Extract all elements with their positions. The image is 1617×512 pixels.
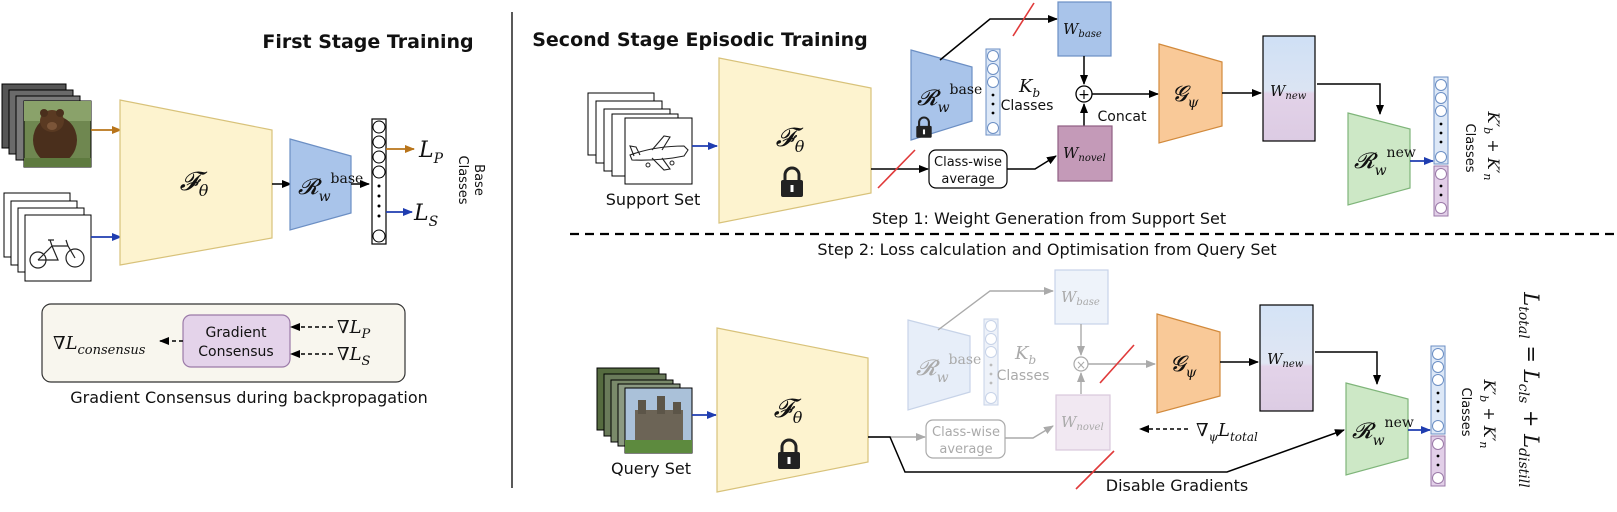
total-loss-equation: Ltotal = Lcls + Ldistill	[1515, 291, 1543, 487]
step2-kb-classes-label-faded: Classes	[997, 368, 1050, 384]
step2-wnew-box	[1259, 304, 1314, 412]
stage2-step1-base-classifier-label: 𝓡wbase	[917, 82, 982, 116]
grad-ls-label: ∇LS	[337, 344, 371, 369]
step2-new-classifier-label: 𝓡wnew	[1352, 415, 1414, 449]
step1-concat-label: Concat	[1098, 109, 1147, 125]
step1-generator-label: 𝓖ψ	[1172, 82, 1199, 111]
arrow-wnew-to-new-classifier	[1317, 83, 1384, 115]
step1-new-classifier-label: 𝓡wnew	[1354, 145, 1416, 179]
stage2-title: Second Stage Episodic Training	[532, 29, 868, 51]
stage1-base-classifier-trapezoid	[289, 138, 352, 231]
gradient-consensus-box-line2: Consensus	[198, 344, 273, 360]
gradient-consensus-box-line1: Gradient	[206, 325, 267, 341]
query-set-label: Query Set	[611, 459, 691, 478]
step2-arrow-encoder-to-new-classifier	[868, 429, 1345, 473]
svg-text:Base: Base	[471, 164, 486, 196]
stage1-sketch-image-stack	[3, 192, 92, 282]
step2-base-classifier-trapezoid-faded	[907, 319, 971, 411]
step1-output-classes-label: Classes	[1462, 124, 1477, 173]
step2-arrow-wnew-to-new-classifier	[1315, 351, 1381, 385]
step1-gradient-block-slash	[1012, 2, 1035, 37]
stage1-base-classifier-label: 𝓡wbase	[298, 171, 363, 205]
step2-arrow-classwise-to-wnovel-faded	[1005, 425, 1054, 439]
step2-output-classes-label: Classes	[1458, 388, 1473, 437]
grad-total-label: ∇ψLtotal	[1196, 420, 1258, 444]
base-classes-side-label: Base Classes	[455, 156, 486, 205]
step1-wnew-label: Wnew	[1270, 82, 1307, 102]
step2-kb-label-faded: Kb	[1014, 343, 1036, 367]
step2-disable-gradient-slash	[1075, 450, 1115, 490]
airplane-sketch-thumbnail	[624, 117, 693, 185]
step1-wnovel-box	[1057, 125, 1113, 182]
grad-lp-label: ∇LP	[337, 317, 371, 342]
step1-wbase-label: Wbase	[1063, 20, 1102, 40]
loss-lp-label: LP	[418, 138, 444, 167]
step2-classwise-line1-faded: Class-wise	[932, 425, 1000, 440]
svg-text:Classes: Classes	[455, 156, 470, 205]
step2-wbase-label-faded: Wbase	[1061, 288, 1100, 308]
step2-concat-gradient-slash	[1099, 344, 1135, 384]
step2-output-column	[1430, 345, 1446, 487]
bear-thumbnail	[23, 100, 92, 168]
step2-arrow-base-to-wbase-faded	[937, 287, 1054, 331]
stage2-step2-encoder-trapezoid	[716, 327, 869, 493]
step1-kb-column	[985, 48, 1001, 136]
support-set-image-stack	[587, 92, 693, 185]
stage1-logit-column	[371, 118, 387, 245]
step2-generator-trapezoid	[1156, 313, 1221, 414]
step2-classwise-average-box-faded	[925, 419, 1006, 459]
step2-new-classifier-trapezoid	[1345, 382, 1409, 476]
stage2-step1-encoder-trapezoid	[718, 57, 872, 224]
step2-generator-label: 𝓖ψ	[1170, 352, 1197, 381]
step2-caption: Step 2: Loss calculation and Optimisatio…	[817, 240, 1276, 259]
step1-encoder-gradient-slash	[877, 149, 916, 189]
step2-concat-times-symbol: ×	[1076, 358, 1086, 372]
gradient-consensus-caption: Gradient Consensus during backpropagatio…	[70, 388, 428, 407]
step2-wnew-label: Wnew	[1267, 350, 1304, 370]
step2-wbase-box-faded	[1054, 269, 1109, 325]
step1-output-column	[1433, 76, 1449, 217]
step1-wnovel-label: Wnovel	[1063, 144, 1106, 164]
step1-wnew-box	[1262, 35, 1316, 142]
step1-concat-plus-symbol: +	[1078, 87, 1090, 103]
step1-generator-trapezoid	[1158, 43, 1223, 144]
query-set-image-stack	[596, 367, 693, 454]
disable-gradients-label: Disable Gradients	[1106, 476, 1248, 495]
step2-output-k-label: K′b + K′n	[1477, 379, 1499, 449]
stage1-base-image-stack	[1, 83, 92, 168]
step1-output-k-label: K′b + K′n	[1481, 111, 1503, 181]
step2-wnovel-label-faded: Wnovel	[1061, 413, 1104, 433]
grad-consensus-label: ∇Lconsensus	[53, 333, 146, 358]
step1-new-classifier-trapezoid	[1347, 112, 1411, 206]
step1-classwise-line1: Class-wise	[934, 155, 1002, 170]
bicycle-sketch-thumbnail	[24, 214, 92, 282]
step1-caption: Step 1: Weight Generation from Support S…	[872, 209, 1226, 228]
step1-classwise-line2: average	[941, 172, 994, 187]
step2-base-classifier-label-faded: 𝓡wbase	[916, 352, 981, 386]
stage1-encoder-trapezoid	[119, 99, 273, 266]
loss-ls-label: LS	[413, 201, 438, 230]
step2-classwise-line2-faded: average	[939, 442, 992, 457]
stage2-step2-encoder-label: 𝓕θ	[774, 394, 803, 427]
step2-kb-column-faded	[983, 318, 999, 406]
arrow-classwise-to-wnovel	[1007, 155, 1057, 170]
arrow-base-classifier-to-wbase	[939, 15, 1058, 61]
step1-kb-classes-label: Classes	[1001, 98, 1054, 114]
step1-kb-label: Kb	[1018, 76, 1040, 100]
support-set-label: Support Set	[606, 190, 701, 209]
stage1-title: First Stage Training	[262, 31, 473, 53]
step2-wnovel-box-faded	[1055, 394, 1111, 451]
step1-wbase-box	[1057, 1, 1112, 57]
castle-thumbnail	[624, 387, 693, 454]
